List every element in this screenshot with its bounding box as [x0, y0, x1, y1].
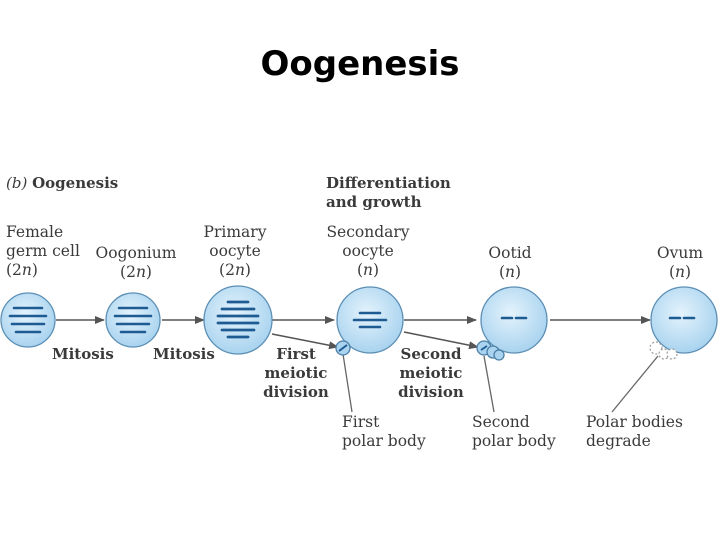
stage-label-primary-oocyte: Primary oocyte (2n) [203, 223, 267, 279]
cell-primary-oocyte [203, 285, 273, 355]
pointer-polar-bodies-degrade [611, 355, 659, 413]
second-polar-bodies [476, 340, 505, 361]
cell-secondary-oocyte [336, 286, 404, 354]
cell-female-germ-cell [0, 292, 56, 348]
process-label-first-meiotic-division: First meiotic division [263, 345, 329, 401]
cell-ovum [650, 286, 718, 354]
stage-label-female-germ-cell: Female germ cell (2n) [6, 223, 80, 279]
panel-heading: (b) Oogenesis [6, 174, 118, 192]
slide-title: Oogenesis [260, 44, 460, 84]
differentiation-label: Differentiation and growth [326, 174, 451, 211]
cell-oogonium [105, 292, 161, 348]
arrow-second-polar-body [403, 331, 479, 350]
process-label-mitosis-2: Mitosis [153, 345, 215, 363]
panel-heading-text: Oogenesis [32, 174, 119, 192]
process-label-mitosis-1: Mitosis [52, 345, 114, 363]
stage-label-secondary-oocyte: Secondary oocyte (n) [326, 223, 410, 279]
panel-letter: (b) [6, 174, 28, 192]
arrow-first-polar-body [271, 333, 339, 350]
pointer-second-polar-body [483, 355, 495, 413]
stage-label-ovum: Ovum (n) [656, 244, 704, 281]
polar-label-degrade: Polar bodies degrade [586, 413, 683, 450]
degrading-polar-bodies [649, 341, 678, 360]
stage-label-oogonium: Oogonium (2n) [95, 244, 177, 281]
cell-ootid [480, 286, 548, 354]
polar-label-first: First polar body [342, 413, 426, 450]
stage-label-ootid: Ootid (n) [488, 244, 532, 281]
process-label-second-meiotic-division: Second meiotic division [398, 345, 464, 401]
pointer-first-polar-body [342, 353, 353, 413]
first-polar-body [335, 340, 351, 356]
polar-label-second: Second polar body [472, 413, 556, 450]
